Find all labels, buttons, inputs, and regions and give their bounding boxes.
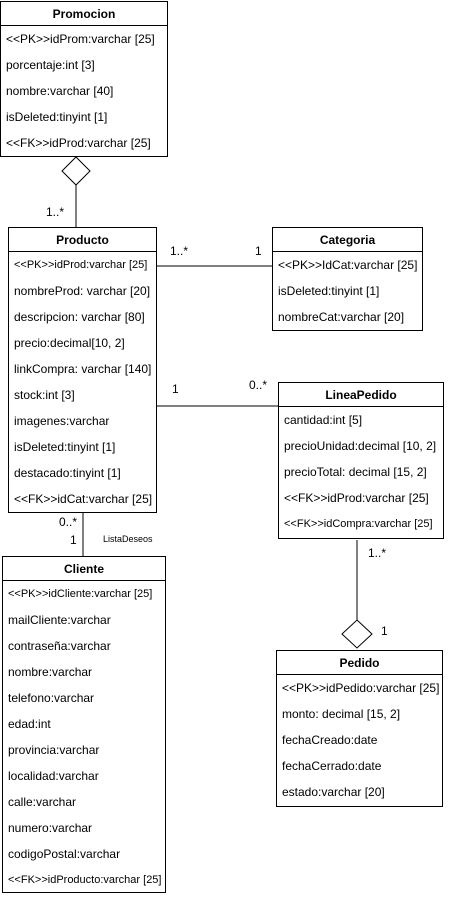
class-pedido[interactable]: Pedido <<PK>>idPedido:varchar [25] monto…: [276, 650, 443, 807]
attribute: edad:int: [8, 717, 51, 731]
multiplicity-label: 1..*: [368, 546, 387, 560]
multiplicity-label: 1: [381, 624, 388, 638]
attribute: <<PK>>idCliente:varchar [25]: [8, 588, 153, 600]
attribute: imagenes:varchar: [14, 414, 110, 428]
attribute: isDeleted:tinyint [1]: [278, 284, 380, 298]
multiplicity-label: 0..*: [249, 378, 268, 392]
multiplicity-label: 1..*: [170, 244, 189, 258]
multiplicity-label: 1: [172, 382, 179, 396]
attribute: fechaCerrado:date: [282, 759, 382, 773]
attribute: <<PK>>idPedido:varchar [25]: [282, 681, 440, 695]
attribute: <<PK>>idProm:varchar [25]: [6, 32, 155, 46]
attribute: isDeleted:tinyint [1]: [6, 110, 108, 124]
attribute: precioUnidad:decimal [10, 2]: [284, 439, 437, 453]
multiplicity-label: 1: [255, 244, 262, 258]
attribute: codigoPostal:varchar: [8, 847, 121, 861]
multiplicity-label: 1: [70, 533, 77, 547]
attribute: stock:int [3]: [14, 388, 75, 402]
attribute: <<FK>>idProd:varchar [25]: [6, 136, 151, 150]
attribute: monto: decimal [15, 2]: [282, 707, 401, 721]
class-lineapedido[interactable]: LineaPedido cantidad:int [5] precioUnida…: [278, 382, 444, 539]
class-title: Cliente: [3, 557, 165, 581]
attribute: precio:decimal[10, 2]: [14, 336, 125, 350]
attribute: porcentaje:int [3]: [6, 58, 95, 72]
attribute: <<FK>>idProd:varchar [25]: [284, 491, 429, 505]
attribute: descripcion: varchar [80]: [14, 310, 145, 324]
attribute: nombreProd: varchar [20]: [14, 284, 151, 298]
class-categoria[interactable]: Categoria <<PK>>IdCat:varchar [25] isDel…: [272, 227, 423, 331]
class-producto[interactable]: Producto <<PK>>idProd:varchar [25] nombr…: [8, 227, 157, 513]
attribute: destacado:tinyint [1]: [14, 466, 121, 480]
attribute: <<PK>>IdCat:varchar [25]: [278, 258, 418, 272]
attribute: localidad:varchar: [8, 769, 99, 783]
class-title: Categoria: [273, 228, 422, 252]
attribute: <<FK>>idCompra:varchar [25]: [284, 518, 433, 530]
attribute: precioTotal: decimal [15, 2]: [284, 465, 427, 479]
class-promocion[interactable]: Promocion <<PK>>idProm:varchar [25] porc…: [0, 1, 168, 157]
class-title: Promocion: [1, 2, 167, 26]
attribute: telefono:varchar: [8, 691, 95, 705]
attribute: linkCompra: varchar [140]: [14, 362, 152, 376]
attribute: contraseña:varchar: [8, 639, 111, 653]
attribute: <<PK>>idProd:varchar [25]: [14, 259, 148, 271]
aggregation-diamond-pedido: [341, 619, 373, 649]
class-title: Pedido: [277, 651, 442, 675]
attribute: fechaCreado:date: [282, 733, 378, 747]
attribute: provincia:varchar: [8, 743, 100, 757]
multiplicity-label: 1..*: [46, 205, 65, 219]
class-cliente[interactable]: Cliente <<PK>>idCliente:varchar [25] mai…: [2, 556, 166, 893]
class-title: LineaPedido: [279, 383, 443, 407]
aggregation-diamond-promocion: [61, 156, 91, 186]
attribute: numero:varchar: [8, 821, 93, 835]
attribute: <<FK>>idCat:varchar [25]: [14, 492, 153, 506]
attribute: isDeleted:tinyint [1]: [14, 440, 116, 454]
attribute: nombreCat:varchar [20]: [278, 310, 405, 324]
attribute: cantidad:int [5]: [284, 413, 363, 427]
attribute: estado:varchar [20]: [282, 785, 385, 799]
association-name: ListaDeseos: [103, 534, 153, 544]
multiplicity-label: 0..*: [59, 515, 78, 529]
attribute: <<FK>>idProducto:varchar [25]: [8, 874, 162, 886]
attribute: mailCliente:varchar: [8, 613, 111, 627]
attribute: nombre:varchar [40]: [6, 84, 114, 98]
attribute: calle:varchar: [8, 795, 77, 809]
class-title: Producto: [9, 228, 156, 252]
attribute: nombre:varchar: [8, 665, 93, 679]
